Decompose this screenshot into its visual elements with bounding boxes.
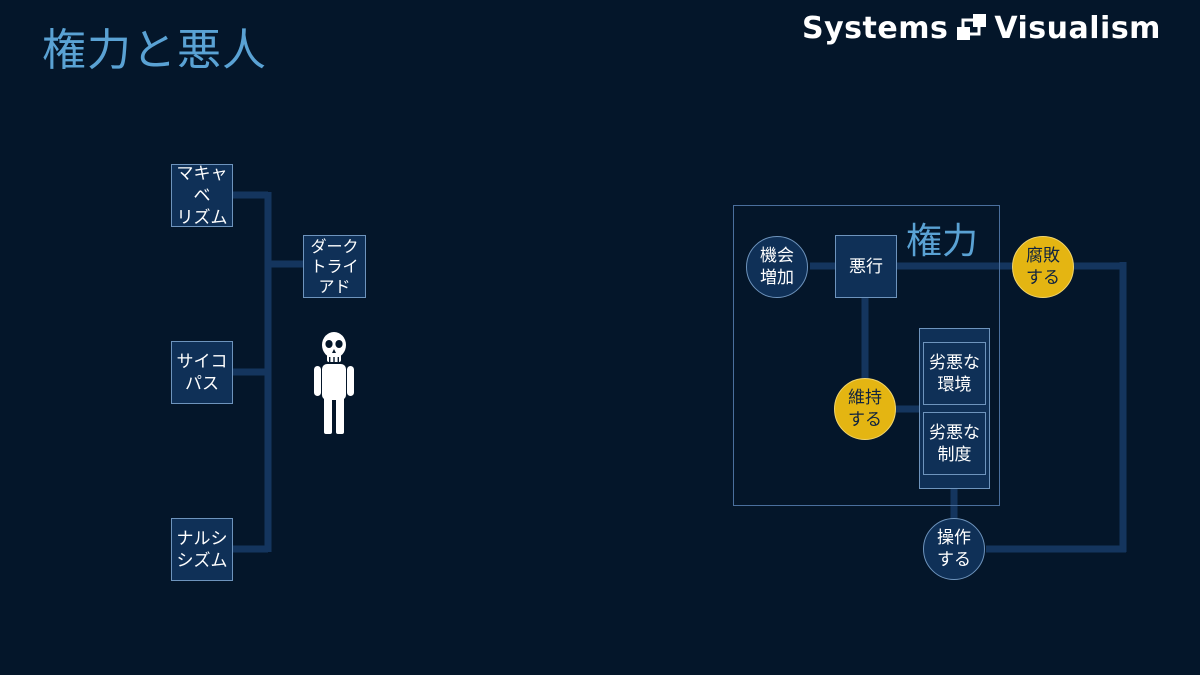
logo-word-systems: Systems [802,10,949,46]
node-bad-environment: 劣悪な 環境 [923,342,986,405]
node-corrupt: 腐敗 する [1012,236,1074,298]
logo-word-visualism: Visualism [994,10,1161,46]
trait-machiavellianism: マキャベ リズム [171,164,233,228]
skull-person-icon [312,330,356,434]
dark-triad-box: ダーク トライ アド [303,235,366,298]
logo-mark-icon [954,11,988,45]
trait-psychopathy: サイコ パス [171,341,233,404]
node-maintain: 維持 する [834,378,896,440]
page-title: 権力と悪人 [42,25,267,76]
brand-logo: Systems Visualism [802,8,1161,48]
node-bad-deed: 悪行 [835,235,897,298]
power-label: 権力 [906,221,979,262]
node-bad-system: 劣悪な 制度 [923,412,986,475]
node-opportunity: 機会 増加 [746,236,808,298]
node-manipulate: 操作 する [923,518,985,580]
trait-narcissism: ナルシ シズム [171,518,233,581]
power-frame [733,205,1000,506]
